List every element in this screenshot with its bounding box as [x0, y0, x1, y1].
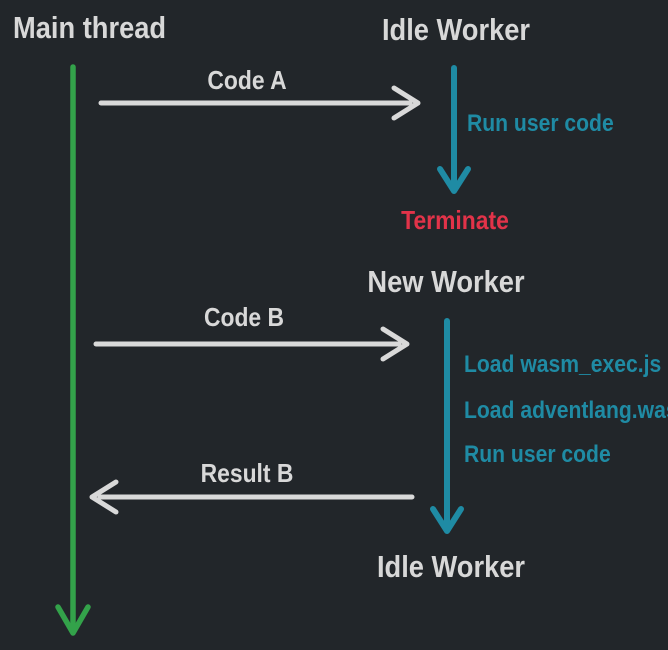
- worker1-activity-arrow: [437, 65, 471, 194]
- actor-idle-worker-top: Idle Worker: [381, 12, 531, 47]
- activity-run-user-code-1: Run user code: [467, 110, 614, 137]
- message-result-b: Result B: [200, 458, 294, 488]
- activity-load-wasm-exec: Load wasm_exec.js: [464, 351, 662, 378]
- activity-terminate: Terminate: [401, 205, 509, 235]
- actor-idle-worker-bottom: Idle Worker: [376, 549, 526, 584]
- code-a-arrow: [98, 85, 421, 121]
- worker2-activity-arrow: [430, 318, 464, 534]
- result-b-arrow: [89, 479, 415, 515]
- message-code-a: Code A: [207, 65, 287, 95]
- actor-new-worker: New Worker: [367, 264, 525, 299]
- message-code-b: Code B: [203, 302, 285, 332]
- activity-run-user-code-2: Run user code: [464, 441, 611, 468]
- code-b-arrow: [93, 326, 410, 362]
- activity-load-adventlang: Load adventlang.wasm: [464, 397, 668, 424]
- main-thread-lifeline-arrow: [55, 64, 91, 636]
- actor-main-thread: Main thread: [13, 10, 167, 45]
